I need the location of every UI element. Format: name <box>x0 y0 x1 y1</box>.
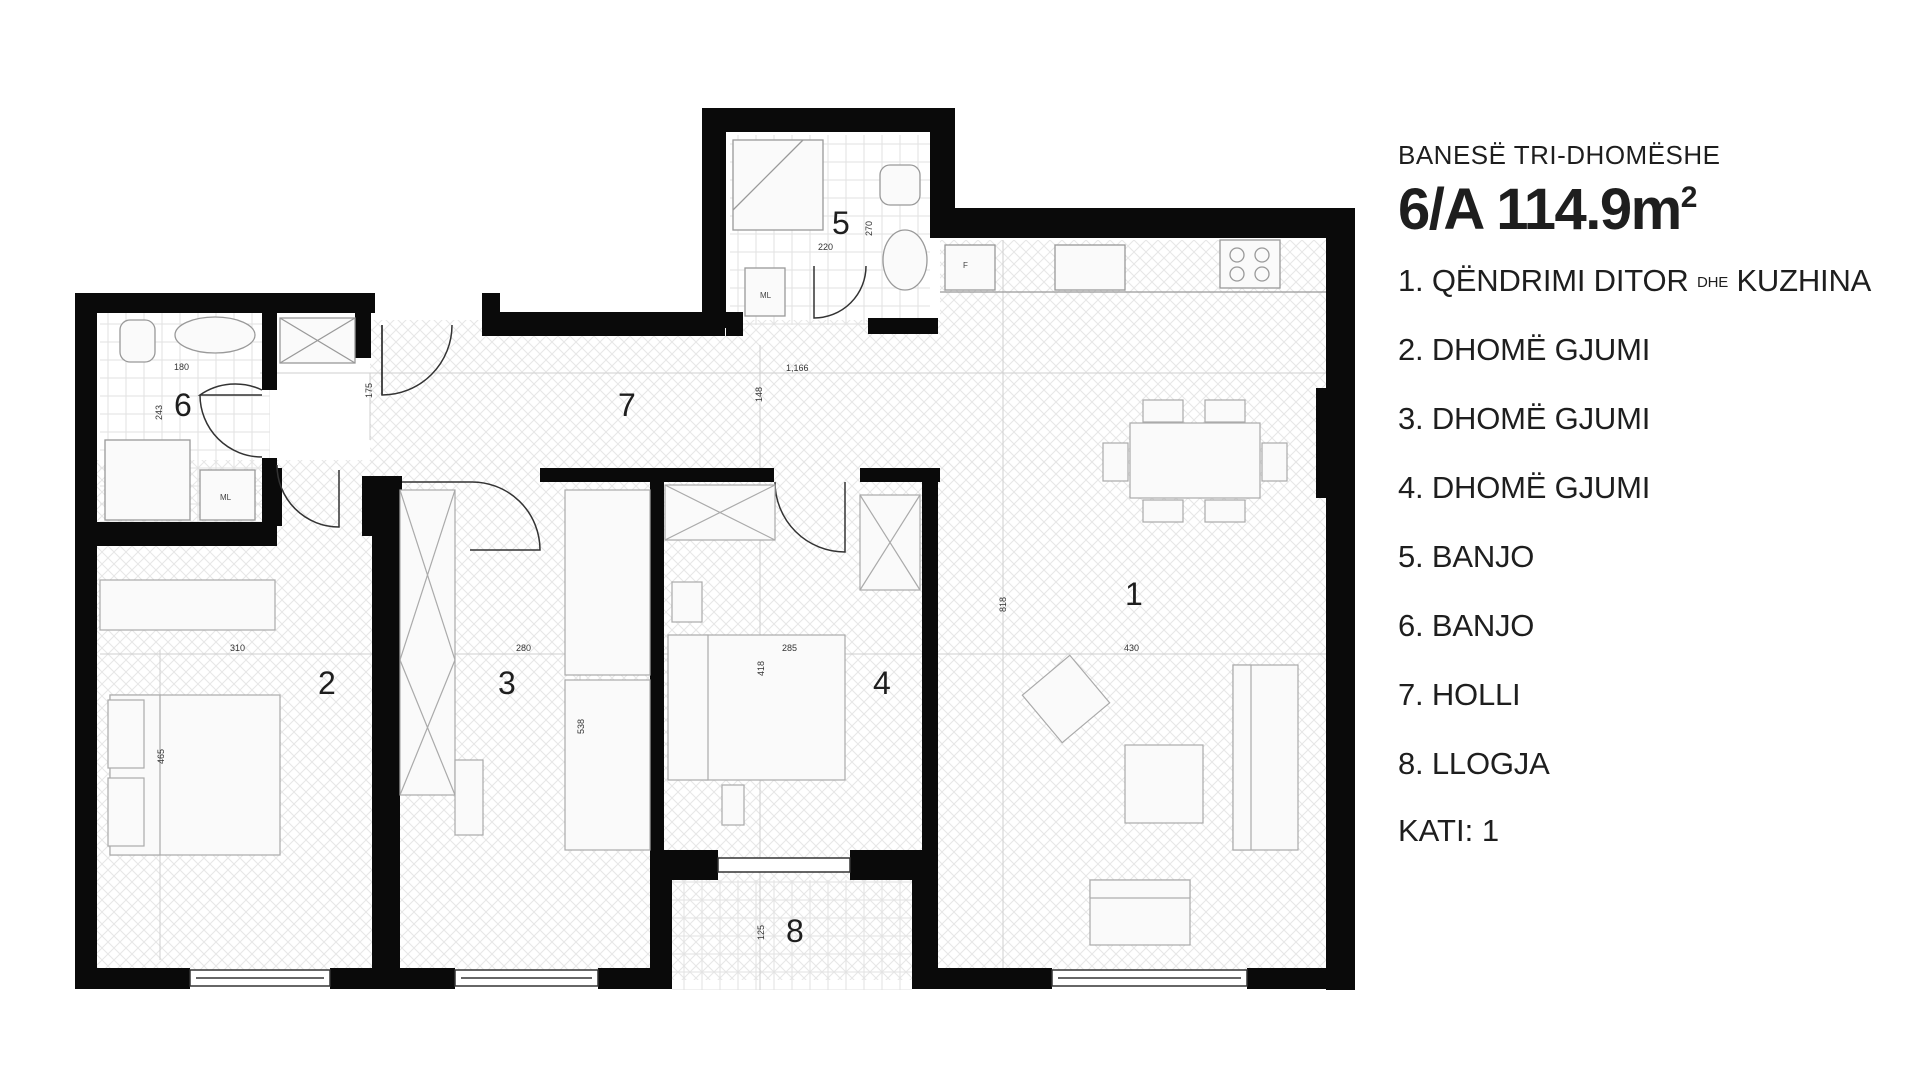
room-number-1: 1 <box>1125 576 1143 612</box>
furniture <box>99 399 1299 946</box>
walls <box>75 108 1355 990</box>
sink-icon <box>882 229 928 291</box>
unit-title: 6/A 114.9m2 <box>1398 181 1918 239</box>
dimension-room3-width: 280 <box>516 643 531 653</box>
dining-table <box>1129 422 1261 499</box>
sink-icon <box>174 316 256 354</box>
room-list-text: KUZHINA <box>1728 263 1872 298</box>
wardrobe <box>399 489 456 796</box>
dimension-labels: 1,166 148 180 243 175 220 270 310 465 28… <box>154 221 1139 940</box>
toilet-icon <box>879 164 921 206</box>
room-number-7: 7 <box>618 387 636 423</box>
dimension-room2-width: 310 <box>230 643 245 653</box>
room-list-item-1: 1. QËNDRIMI DITOR DHE KUZHINA <box>1398 261 1918 330</box>
apartment-type: BANESË TRI-DHOMËSHE <box>1398 140 1721 170</box>
room-number-6: 6 <box>174 387 192 423</box>
dimension-room2-height: 465 <box>156 749 166 764</box>
stove-icon <box>1219 239 1281 289</box>
fridge-label: F <box>963 261 968 270</box>
room-list-item-5: 5. BANJO <box>1398 539 1535 574</box>
room-list-conjunction: DHE <box>1696 273 1729 291</box>
dimension-entry: 175 <box>364 383 374 398</box>
dimension-room4-height: 418 <box>756 661 766 676</box>
shower-icon <box>732 139 824 231</box>
doors <box>197 265 867 553</box>
wardrobe <box>99 579 276 631</box>
windows <box>189 857 1248 987</box>
dimension-bath5-height: 270 <box>864 221 874 236</box>
armchair <box>1021 654 1111 744</box>
dimension-bath6-height: 243 <box>154 405 164 420</box>
floor-plan: 1 2 3 4 5 6 7 8 1,166 148 180 243 175 22… <box>75 108 1355 990</box>
unit-name: 6/A 114.9m <box>1398 177 1682 242</box>
dimension-room3-height: 538 <box>576 719 586 734</box>
room-number-4: 4 <box>873 665 891 701</box>
room-number-5: 5 <box>832 205 850 241</box>
room-numbers: 1 2 3 4 5 6 7 8 <box>174 205 1143 949</box>
room-list-item-7: 7. HOLLI <box>1398 677 1521 712</box>
washing-machine-label: ML <box>220 493 232 502</box>
dimension-room1-height: 818 <box>998 597 1008 612</box>
single-bed <box>564 489 651 676</box>
unit-area-superscript: 2 <box>1680 181 1698 214</box>
desk <box>454 759 484 836</box>
dimension-bath6-width: 180 <box>174 362 189 372</box>
room-list-text: 1. QËNDRIMI DITOR <box>1398 263 1697 298</box>
room-list-item-6: 6. BANJO <box>1398 608 1535 643</box>
dimension-hall-length: 1,166 <box>786 363 809 373</box>
room-number-2: 2 <box>318 665 336 701</box>
kitchen-sink-icon <box>1054 244 1126 291</box>
washing-machine-label: ML <box>760 291 772 300</box>
room-list: 1. QËNDRIMI DITOR DHE KUZHINA 2. DHOMË G… <box>1398 261 1918 813</box>
fixtures <box>104 139 1326 521</box>
washing-machine-icon <box>744 267 786 317</box>
appliance-labels: ML ML F <box>220 261 968 502</box>
dimension-room4-width: 285 <box>782 643 797 653</box>
dimension-room1-width: 430 <box>1124 643 1139 653</box>
room-number-8: 8 <box>786 913 804 949</box>
dimension-bath5-width: 220 <box>818 242 833 252</box>
room-list-item-4: 4. DHOMË GJUMI <box>1398 470 1651 505</box>
single-bed <box>564 679 651 851</box>
shower-icon <box>104 439 191 521</box>
room-list-item-3: 3. DHOMË GJUMI <box>1398 401 1651 436</box>
room-number-3: 3 <box>498 665 516 701</box>
toilet-icon <box>119 319 156 363</box>
coffee-table <box>1124 744 1204 824</box>
dimension-room8: 125 <box>756 925 766 940</box>
room-list-item-8: 8. LLOGJA <box>1398 746 1550 781</box>
fridge-icon <box>944 244 996 291</box>
double-bed <box>704 634 846 781</box>
washing-machine-icon <box>199 469 256 521</box>
legend-panel: BANESË TRI-DHOMËSHE 6/A 114.9m2 1. QËNDR… <box>1398 140 1918 849</box>
room-list-item-2: 2. DHOMË GJUMI <box>1398 332 1651 367</box>
floor-label: KATI: 1 <box>1398 813 1500 848</box>
dimension-hall-width: 148 <box>754 387 764 402</box>
